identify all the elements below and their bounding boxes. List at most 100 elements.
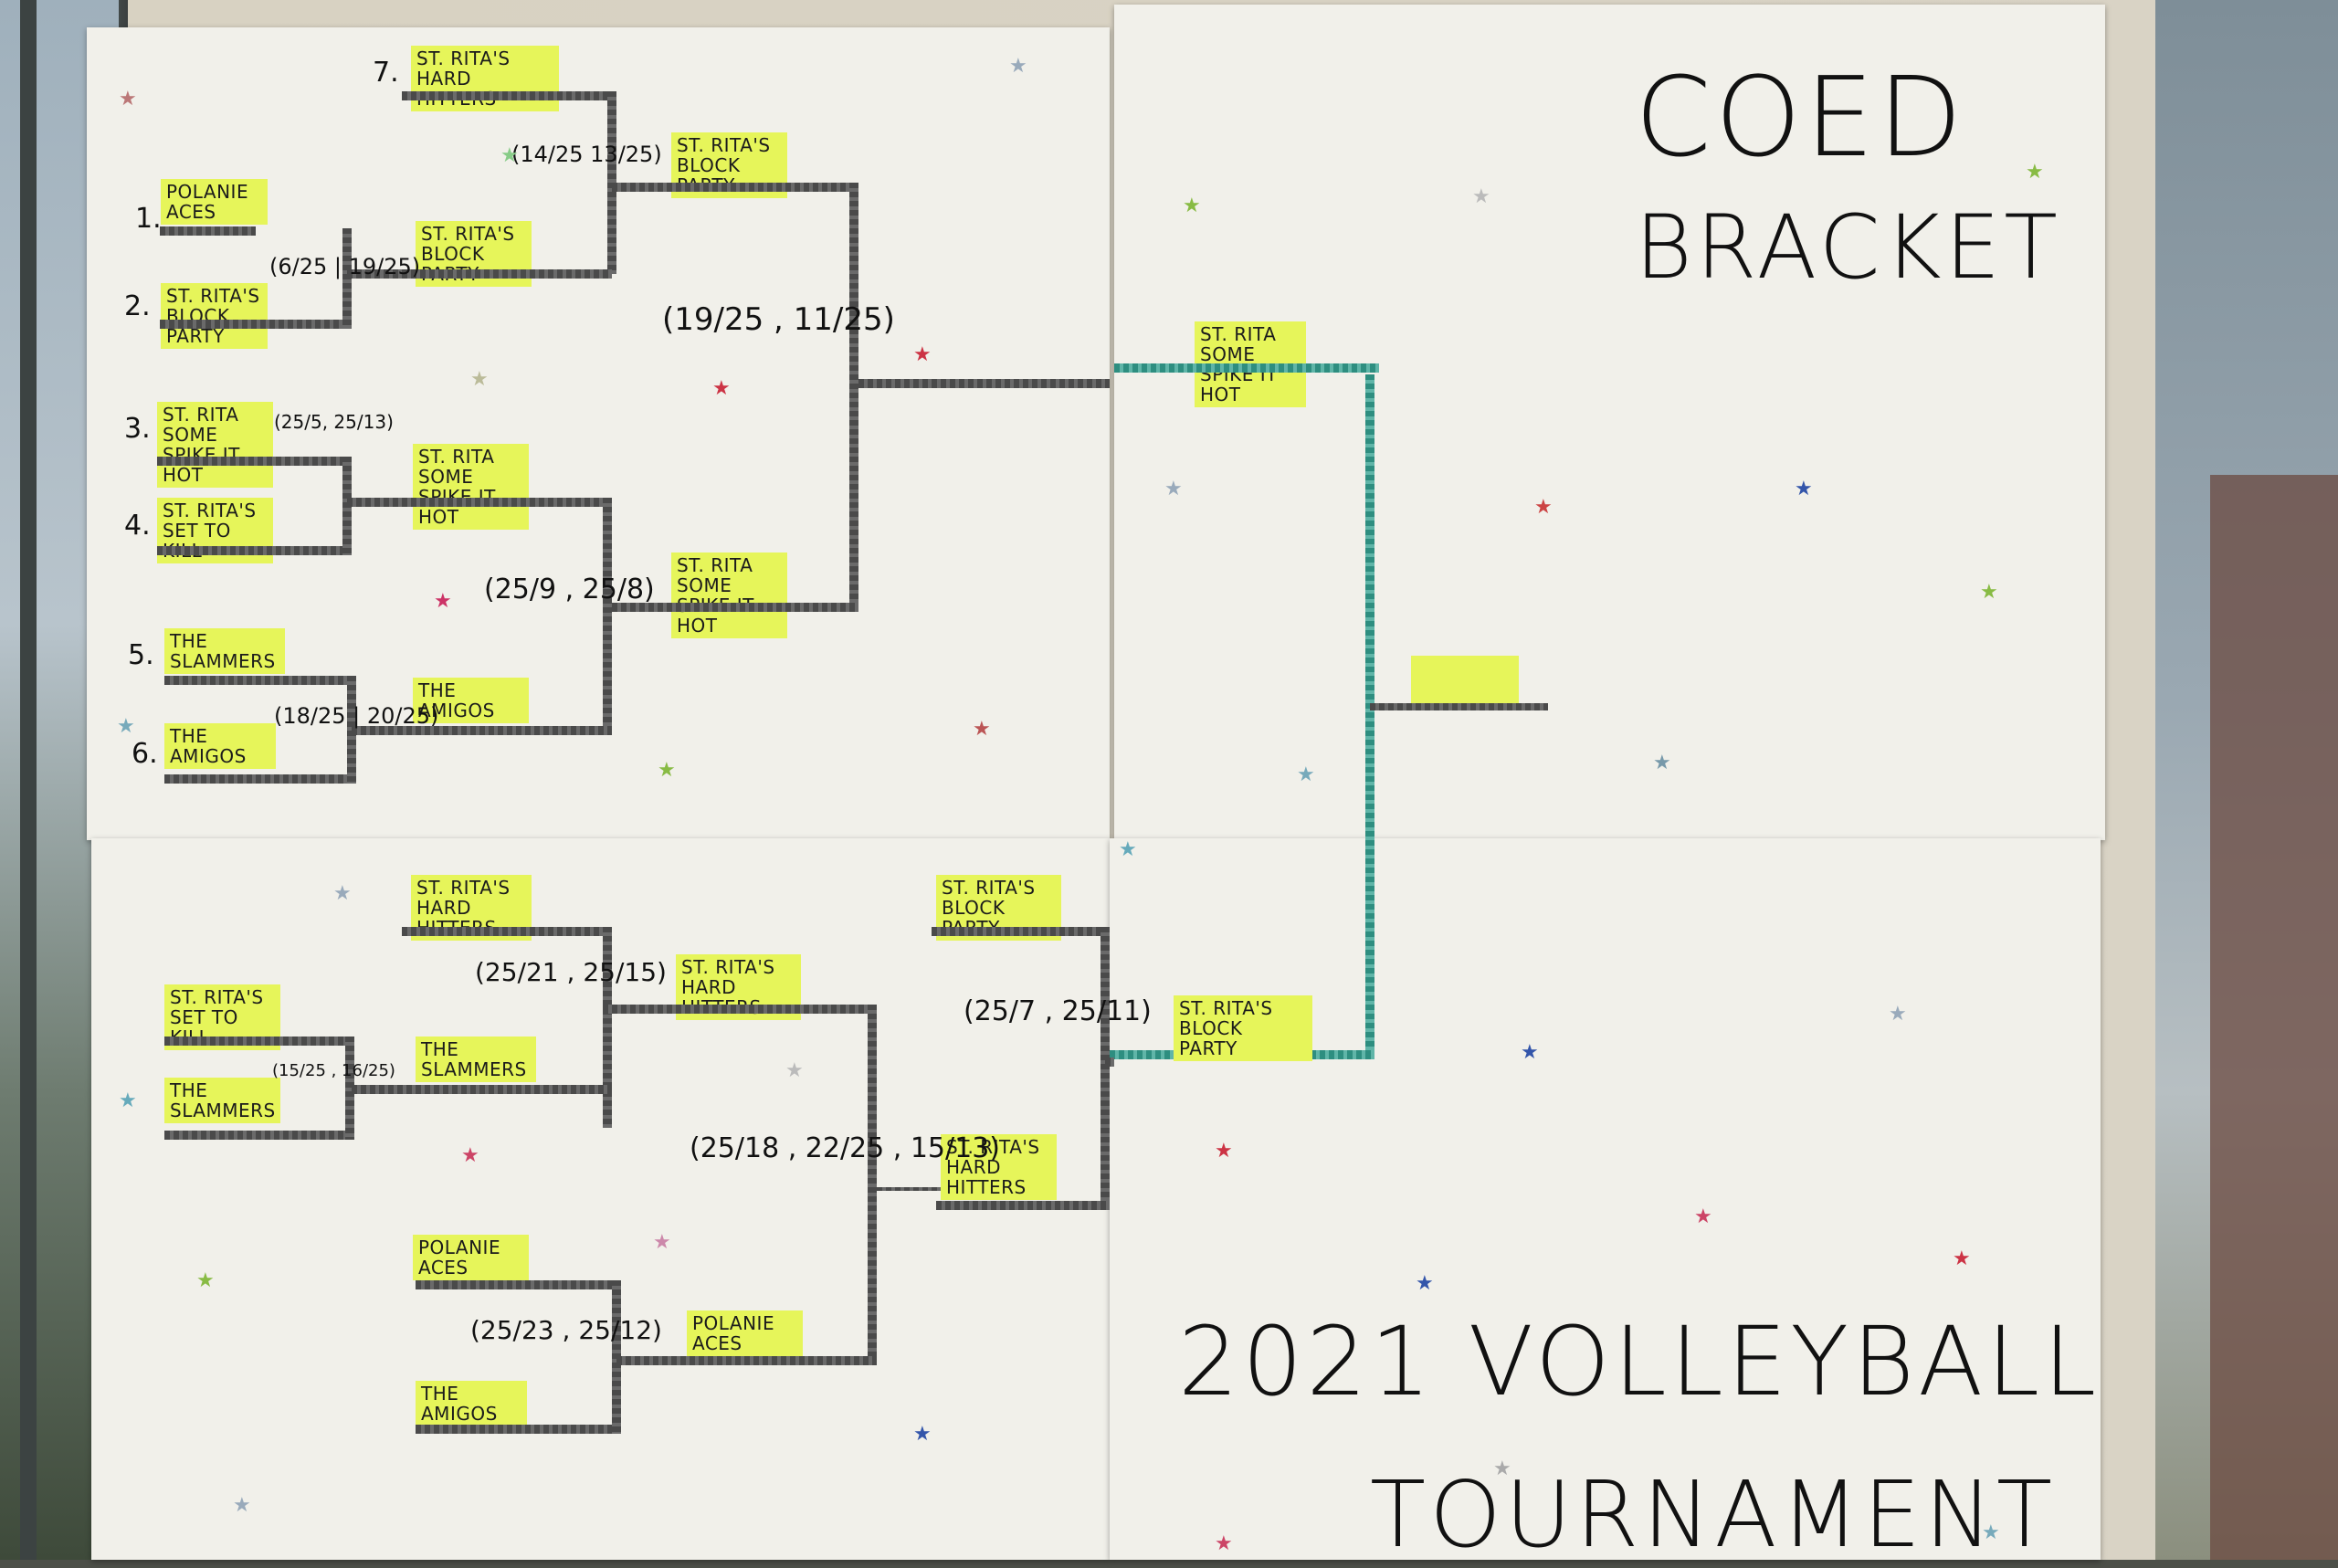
bracket-line xyxy=(1105,1058,1114,1067)
star-sticker: ★ xyxy=(1416,1272,1434,1295)
star-sticker: ★ xyxy=(1953,1247,1971,1270)
score-annotation: (25/21 , 25/15) xyxy=(475,957,667,987)
team-label: ST. RITA SOME SPIKE IT HOT xyxy=(413,444,529,530)
poster-bottom-right xyxy=(1110,838,2101,1560)
star-sticker: ★ xyxy=(1521,1041,1539,1064)
poster-bottom-left xyxy=(91,838,1110,1560)
bracket-line xyxy=(603,1005,877,1014)
bracket-line xyxy=(347,498,612,507)
bracket-line xyxy=(616,1356,877,1365)
seed-3: 3. xyxy=(124,413,151,445)
star-sticker: ★ xyxy=(117,715,135,738)
star-sticker: ★ xyxy=(1215,1532,1233,1555)
final-bracket-line xyxy=(1370,703,1548,710)
score-annotation: (25/5, 25/13) xyxy=(274,411,394,433)
star-sticker: ★ xyxy=(461,1144,479,1167)
bracket-line xyxy=(164,774,352,784)
score-annotation: (15/25 , 16/25) xyxy=(272,1061,395,1080)
bracket-line xyxy=(1101,927,1110,1210)
seed-6: 6. xyxy=(132,738,158,770)
bracket-line xyxy=(164,676,352,685)
bracket-line xyxy=(877,1187,941,1191)
star-sticker: ★ xyxy=(1534,496,1553,519)
star-sticker: ★ xyxy=(913,343,932,366)
team-label: THE AMIGOS xyxy=(416,1381,527,1426)
star-sticker: ★ xyxy=(785,1059,804,1082)
star-sticker: ★ xyxy=(434,590,452,613)
star-sticker: ★ xyxy=(1493,1458,1511,1480)
score-annotation: (25/7 , 25/11) xyxy=(964,995,1152,1027)
star-sticker: ★ xyxy=(658,759,676,782)
team-label: ST. RITA SOME SPIKE IT HOT xyxy=(671,552,787,638)
title-line-2: BRACKET xyxy=(1635,196,2061,299)
poster-top-right xyxy=(1114,5,2105,840)
footer-line-2: TOURNAMENT xyxy=(1370,1461,2057,1568)
score-annotation: (19/25 , 11/25) xyxy=(662,301,895,338)
bracket-line xyxy=(160,320,352,329)
score-annotation: (25/18 , 22/25 , 15/13) xyxy=(690,1132,1000,1164)
team-label: THE SLAMMERS xyxy=(164,628,285,674)
team-label: THE SLAMMERS xyxy=(416,1037,536,1082)
team-label: THE AMIGOS xyxy=(164,723,276,769)
star-sticker: ★ xyxy=(1889,1003,1907,1026)
seed-7: 7. xyxy=(373,57,399,89)
star-sticker: ★ xyxy=(1183,195,1201,217)
star-sticker: ★ xyxy=(712,377,731,400)
score-annotation: (25/9 , 25/8) xyxy=(484,574,655,605)
seed-4: 4. xyxy=(124,510,151,542)
star-sticker: ★ xyxy=(1653,752,1671,774)
star-sticker: ★ xyxy=(653,1231,671,1254)
score-annotation: (18/25 | 20/25) xyxy=(274,703,439,729)
team-label: THE SLAMMERS xyxy=(164,1078,280,1123)
footer-line-1: 2021 VOLLEYBALL xyxy=(1178,1306,2101,1417)
bracket-line xyxy=(416,1280,621,1289)
star-sticker: ★ xyxy=(196,1269,215,1292)
bracket-line xyxy=(612,603,858,612)
bracket-line xyxy=(932,927,1110,936)
star-sticker: ★ xyxy=(500,144,519,167)
star-sticker: ★ xyxy=(119,88,137,110)
bracket-line xyxy=(603,498,612,731)
seed-1: 1. xyxy=(135,203,162,235)
star-sticker: ★ xyxy=(973,718,991,741)
star-sticker: ★ xyxy=(1982,1521,2000,1544)
team-label: POLANIE ACES xyxy=(413,1235,529,1280)
star-sticker: ★ xyxy=(1694,1205,1712,1228)
street-lamp-pole xyxy=(20,0,37,1560)
star-sticker: ★ xyxy=(119,1089,137,1112)
bracket-line xyxy=(416,1425,621,1434)
bracket-line xyxy=(164,1037,352,1046)
star-sticker: ★ xyxy=(1009,55,1027,78)
final-bracket-line xyxy=(1114,363,1379,373)
champion-slot xyxy=(1411,656,1519,703)
title-line-1: COED xyxy=(1635,55,1966,182)
seed-2: 2. xyxy=(124,290,151,322)
team-label: POLANIE ACES xyxy=(687,1310,803,1356)
bracket-line xyxy=(849,183,858,612)
score-annotation: (25/23 , 25/12) xyxy=(470,1315,662,1345)
star-sticker: ★ xyxy=(1215,1140,1233,1163)
team-label: ST. RITA'S BLOCK PARTY xyxy=(1174,995,1312,1061)
brick-building xyxy=(2210,475,2338,1560)
bracket-line xyxy=(402,927,612,936)
star-sticker: ★ xyxy=(1980,581,1998,604)
bracket-line xyxy=(352,726,612,735)
bracket-line xyxy=(612,183,858,192)
bracket-line xyxy=(402,91,616,100)
right-window xyxy=(2155,0,2338,1560)
bracket-line xyxy=(164,1131,352,1140)
bracket-line xyxy=(347,269,612,279)
score-annotation: (6/25 | 19/25) xyxy=(269,254,421,279)
star-sticker: ★ xyxy=(2026,161,2044,184)
score-annotation: (14/25 13/25) xyxy=(511,142,662,167)
star-sticker: ★ xyxy=(470,368,489,391)
final-bracket-line xyxy=(1365,374,1374,1059)
team-label: THE AMIGOS xyxy=(413,678,529,723)
team-label: ST. RITA SOME SPIKE IT HOT xyxy=(157,402,273,488)
team-label: ST. RITA'S HARD HITTERS xyxy=(411,46,559,111)
star-sticker: ★ xyxy=(1795,478,1813,500)
star-sticker: ★ xyxy=(1164,478,1183,500)
star-sticker: ★ xyxy=(913,1423,932,1446)
seed-5: 5. xyxy=(128,639,154,671)
bracket-line xyxy=(603,927,612,1128)
